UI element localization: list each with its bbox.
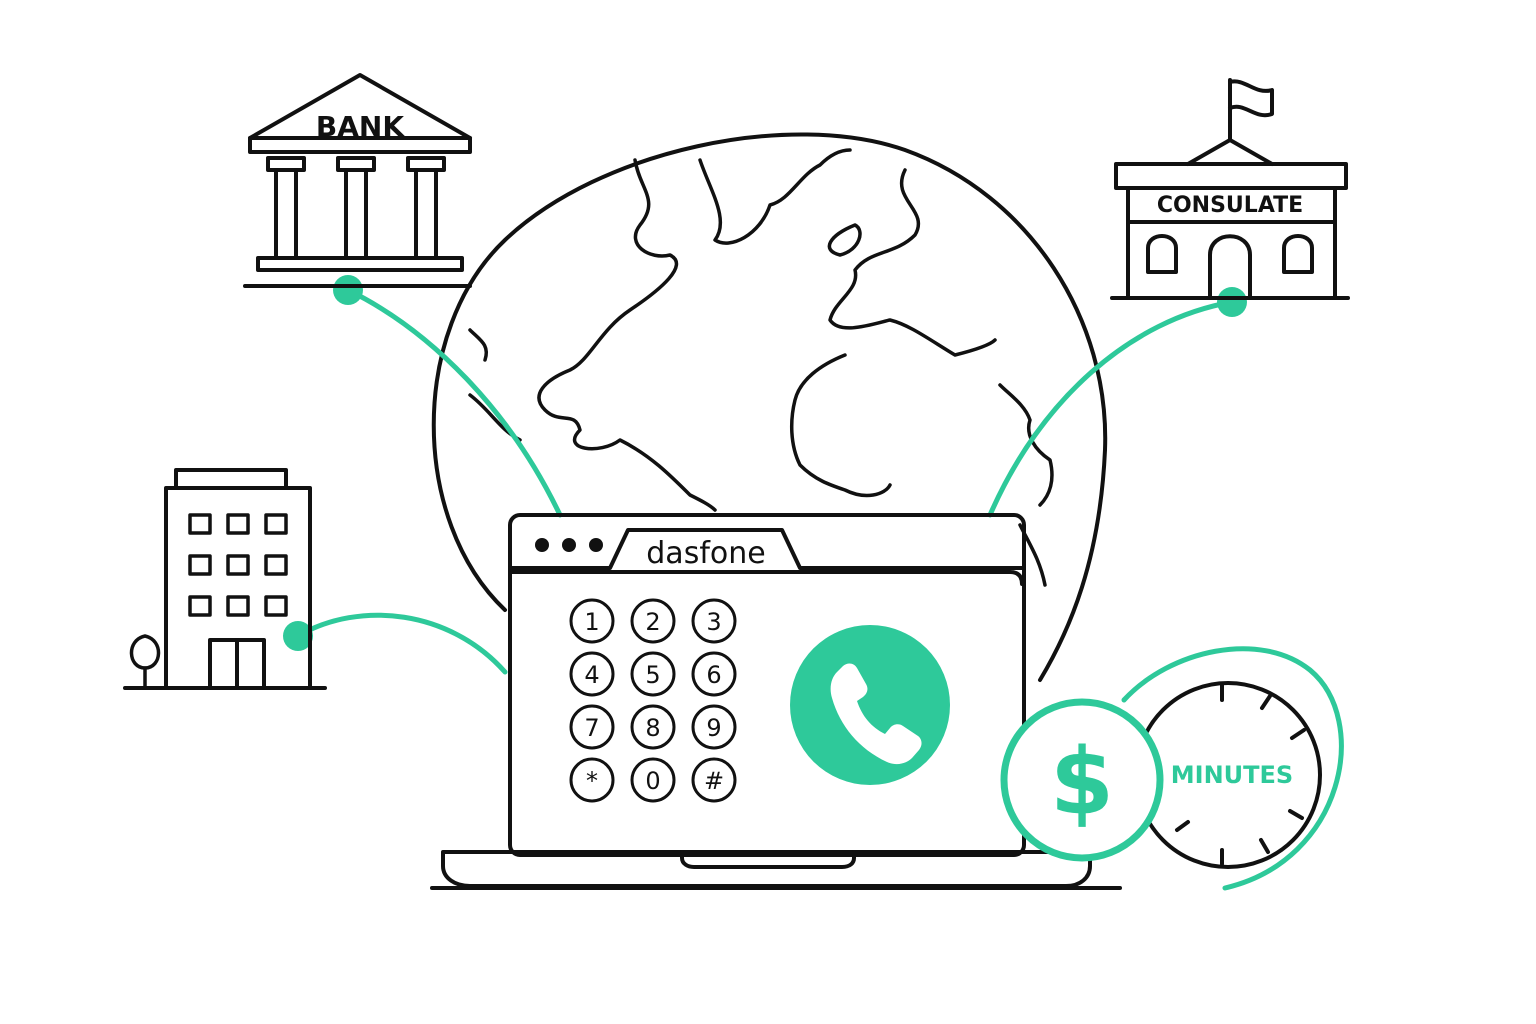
keypad-key[interactable]: 5 <box>630 651 676 697</box>
keypad-key-circle[interactable] <box>630 704 676 750</box>
keypad-key-label: 3 <box>706 608 721 636</box>
keypad-key-circle[interactable] <box>630 651 676 697</box>
keypad-key[interactable]: 9 <box>691 704 737 750</box>
keypad-key-label: 1 <box>584 608 599 636</box>
keypad-key[interactable]: 1 <box>569 598 615 644</box>
globe-icon <box>431 132 1108 682</box>
keypad-key-circle[interactable] <box>569 704 615 750</box>
office-connector-dot <box>283 621 313 651</box>
tree-icon <box>129 634 161 690</box>
flag-icon <box>1228 78 1274 142</box>
keypad-key-label: 9 <box>706 714 721 742</box>
keypad-key-label: * <box>586 767 598 795</box>
keypad-key[interactable]: # <box>691 757 737 803</box>
keypad-key-label: 6 <box>706 661 721 689</box>
keypad-key-circle[interactable] <box>569 598 615 644</box>
window-dot <box>589 538 603 552</box>
keypad-key[interactable]: * <box>569 757 615 803</box>
window-dot <box>562 538 576 552</box>
consulate-connector-dot <box>1217 287 1247 317</box>
keypad-key-label: 5 <box>645 661 660 689</box>
dollar-coin-icon: $ <box>1000 698 1164 862</box>
keypad-key-circle[interactable] <box>630 598 676 644</box>
dollar-symbol: $ <box>1050 729 1114 836</box>
bank-connector-dot <box>333 275 363 305</box>
bank-label: BANK <box>316 110 405 143</box>
keypad-key-circle[interactable] <box>569 757 615 803</box>
connection-lines <box>283 275 1247 675</box>
keypad-key[interactable]: 6 <box>691 651 737 697</box>
office-building-icon <box>123 468 327 690</box>
phone-icon <box>830 663 922 765</box>
app-name: dasfone <box>646 536 765 571</box>
keypad-key-label: 7 <box>584 714 599 742</box>
keypad-key[interactable]: 0 <box>630 757 676 803</box>
laptop-icon: dasfone <box>430 513 1122 890</box>
keypad-key-circle[interactable] <box>630 757 676 803</box>
keypad-key[interactable]: 4 <box>569 651 615 697</box>
consulate-icon: CONSULATE <box>1110 78 1350 300</box>
call-button[interactable] <box>790 625 950 785</box>
minutes-label: MINUTES <box>1171 761 1293 789</box>
keypad-key-circle[interactable] <box>691 651 737 697</box>
bank-icon: BANK <box>243 73 472 288</box>
window-dot <box>535 538 549 552</box>
consulate-label: CONSULATE <box>1157 193 1303 218</box>
keypad-key[interactable]: 2 <box>630 598 676 644</box>
keypad-key[interactable]: 8 <box>630 704 676 750</box>
keypad-key[interactable]: 7 <box>569 704 615 750</box>
call-button-circle[interactable] <box>790 625 950 785</box>
keypad-key-label: 4 <box>584 661 599 689</box>
keypad-key[interactable]: 3 <box>691 598 737 644</box>
keypad-key-label: 2 <box>645 608 660 636</box>
keypad-key-circle[interactable] <box>691 598 737 644</box>
keypad-key-label: 0 <box>645 767 660 795</box>
keypad-key-label: # <box>704 767 724 795</box>
keypad-key-circle[interactable] <box>569 651 615 697</box>
keypad: 1 2 3 4 5 6 7 8 9 * 0 # <box>569 598 737 803</box>
keypad-key-circle[interactable] <box>691 757 737 803</box>
keypad-key-label: 8 <box>645 714 660 742</box>
keypad-key-circle[interactable] <box>691 704 737 750</box>
